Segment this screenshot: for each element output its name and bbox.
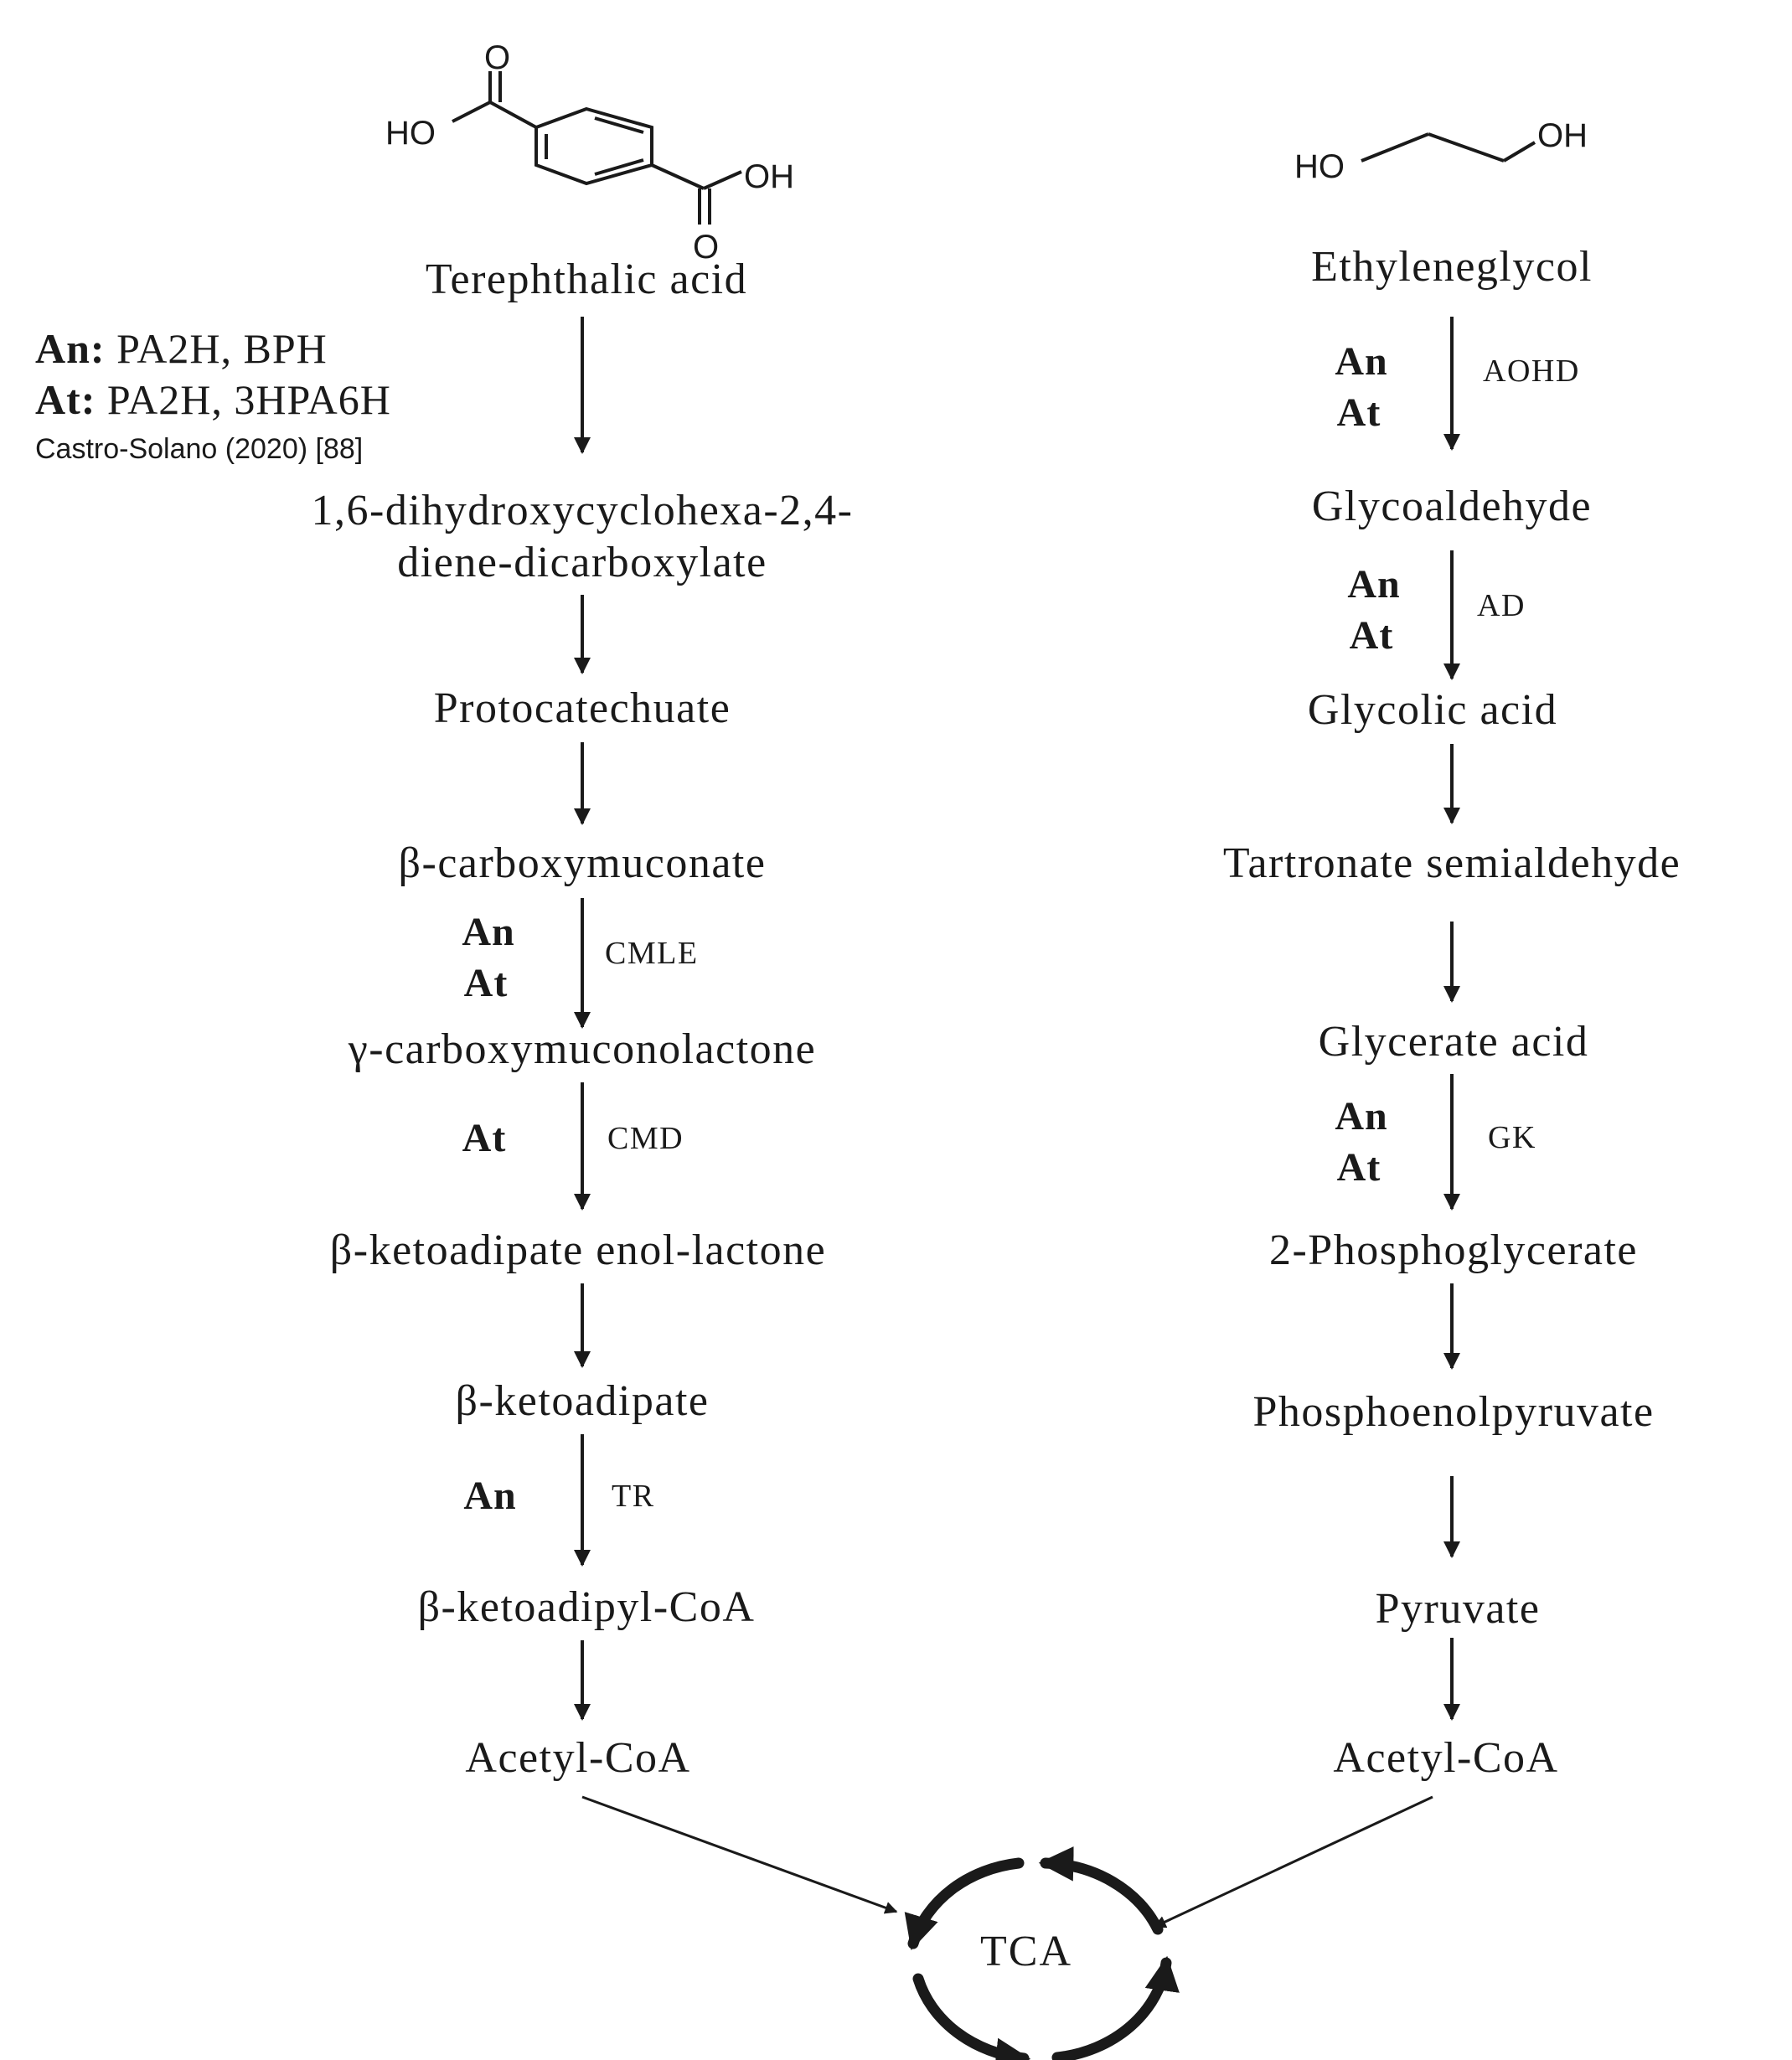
arrow-acetylcoa-left-to-tca — [581, 1795, 898, 1914]
structure-label-o-bottom: O — [693, 229, 719, 266]
terephthalic-acid-structure — [452, 71, 742, 225]
tca-arc-bottom-right — [1051, 1955, 1180, 2060]
enzyme-gk: GK — [1488, 1120, 1536, 1155]
enzyme-ad: AD — [1477, 588, 1526, 623]
structure-label-o-top: O — [484, 39, 510, 76]
org-at-cmle: At — [463, 961, 509, 1005]
structure-label-oh-right: OH — [744, 158, 794, 195]
compound-phosphoenolpyruvate: Phosphoenolpyruvate — [1252, 1388, 1655, 1436]
compound-gamma-carboxymuconolactone: γ-carboxymuconolactone — [348, 1025, 817, 1073]
enzyme-tr: TR — [612, 1479, 655, 1514]
compound-beta-ketoadipate: β-ketoadipate — [455, 1377, 710, 1425]
org-at-aohd: At — [1336, 390, 1381, 435]
tca-arc-top-right — [1038, 1846, 1164, 1935]
org-an-cmle: An — [462, 910, 515, 954]
enzyme-aohd: AOHD — [1483, 354, 1580, 389]
compound-pyruvate: Pyruvate — [1375, 1585, 1541, 1633]
tca-label: TCA — [980, 1928, 1072, 1975]
enzyme-cmle: CMLE — [605, 936, 699, 971]
compound-glycerate-acid: Glycerate acid — [1318, 1018, 1589, 1066]
compound-line-1: 1,6-dihydroxycyclohexa-2,4- — [311, 487, 854, 534]
org-at-ad: At — [1349, 613, 1394, 658]
enzyme-cmd: CMD — [607, 1121, 684, 1156]
structure-label-ho: HO — [1294, 148, 1345, 185]
compound-line-2: diene-dicarboxylate — [397, 539, 767, 586]
org-an-aohd: An — [1335, 339, 1388, 384]
compound-acetyl-coa-left: Acetyl-CoA — [465, 1734, 691, 1782]
compound-terephthalic-acid: Terephthalic acid — [425, 256, 748, 303]
ethylene-glycol-structure — [1361, 132, 1536, 163]
org-an-gk: An — [1335, 1094, 1388, 1138]
compound-tartronate-semialdehyde: Tartronate semialdehyde — [1222, 839, 1681, 887]
org-at-gk: At — [1336, 1145, 1381, 1190]
org-label-at: At: — [35, 376, 96, 423]
tca-arc-bottom-left — [912, 1973, 1031, 2060]
structure-label-oh: OH — [1537, 117, 1588, 154]
benzene-ring — [535, 106, 653, 186]
tca-cycle-arrows — [904, 1846, 1180, 2060]
compound-ethyleneglycol: Ethyleneglycol — [1311, 243, 1593, 291]
compound-beta-ketoadipate-enol-lactone: β-ketoadipate enol-lactone — [329, 1226, 827, 1274]
tca-input-arrows — [581, 1795, 1433, 1928]
org-at-cmd: At — [462, 1116, 507, 1160]
citation: Castro-Solano (2020) [88] — [35, 433, 364, 465]
first-enzymes-an: An: PA2H, BPH — [35, 323, 328, 374]
arrow-acetylcoa-right-to-tca — [1153, 1795, 1433, 1928]
tca-arc-top-left — [904, 1857, 1025, 1950]
org-label-an: An: — [35, 325, 106, 372]
structure-label-ho-left: HO — [385, 115, 436, 152]
org-an-ad: An — [1347, 562, 1401, 607]
compound-glycolic-acid: Glycolic acid — [1307, 686, 1558, 734]
compound-dihydroxycyclohexadiene-dicarboxylate: 1,6-dihydroxycyclohexa-2,4- diene-dicarb… — [312, 485, 854, 589]
compound-acetyl-coa-right: Acetyl-CoA — [1333, 1734, 1559, 1782]
compound-glycoaldehyde: Glycoaldehyde — [1311, 483, 1593, 530]
org-an-tr: An — [463, 1474, 517, 1518]
compound-beta-carboxymuconate: β-carboxymuconate — [398, 839, 767, 887]
compound-beta-ketoadipyl-coa: β-ketoadipyl-CoA — [417, 1583, 756, 1631]
an-enzyme-list: PA2H, BPH — [116, 325, 328, 372]
at-enzyme-list: PA2H, 3HPA6H — [106, 376, 391, 423]
first-enzymes-at: At: PA2H, 3HPA6H — [35, 374, 391, 426]
compound-protocatechuate: Protocatechuate — [433, 684, 731, 732]
compound-2-phosphoglycerate: 2-Phosphoglycerate — [1268, 1226, 1639, 1274]
